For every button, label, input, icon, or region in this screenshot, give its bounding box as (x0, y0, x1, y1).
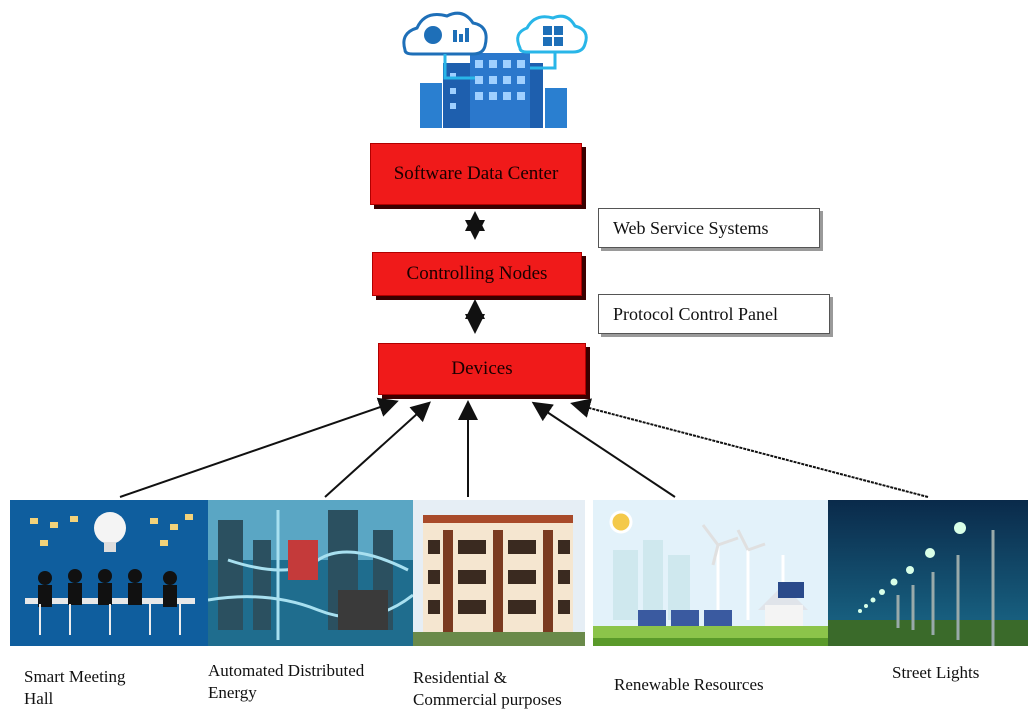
arrow-renewable (531, 401, 676, 498)
devices-box: Devices (378, 343, 586, 395)
arrow-meeting-hall (119, 397, 399, 498)
caption-renewable-resources: Renewable Resources (614, 675, 764, 694)
caption-residential-commercial: Residential & Commercial purposes (413, 668, 562, 709)
residential-building-image (413, 500, 585, 646)
caption-street-lights: Street Lights (892, 663, 980, 682)
arrow-street-lights (570, 398, 929, 498)
web-service-systems-label: Web Service Systems (598, 208, 820, 248)
software-data-center-box: Software Data Center (370, 143, 582, 205)
meeting-hall-image (10, 500, 208, 646)
caption-automated-distributed-energy: Automated Distributed Energy (208, 661, 365, 702)
caption-smart-meeting-hall: Smart Meeting Hall (24, 667, 126, 708)
controlling-nodes-box: Controlling Nodes (372, 252, 582, 296)
renewable-resources-image (593, 500, 828, 646)
street-lights-image (828, 500, 1028, 646)
protocol-control-panel-label: Protocol Control Panel (598, 294, 830, 334)
cloud-data-center-icon (402, 11, 588, 128)
distributed-energy-image (208, 500, 413, 646)
arrow-distributed-energy (324, 401, 431, 498)
